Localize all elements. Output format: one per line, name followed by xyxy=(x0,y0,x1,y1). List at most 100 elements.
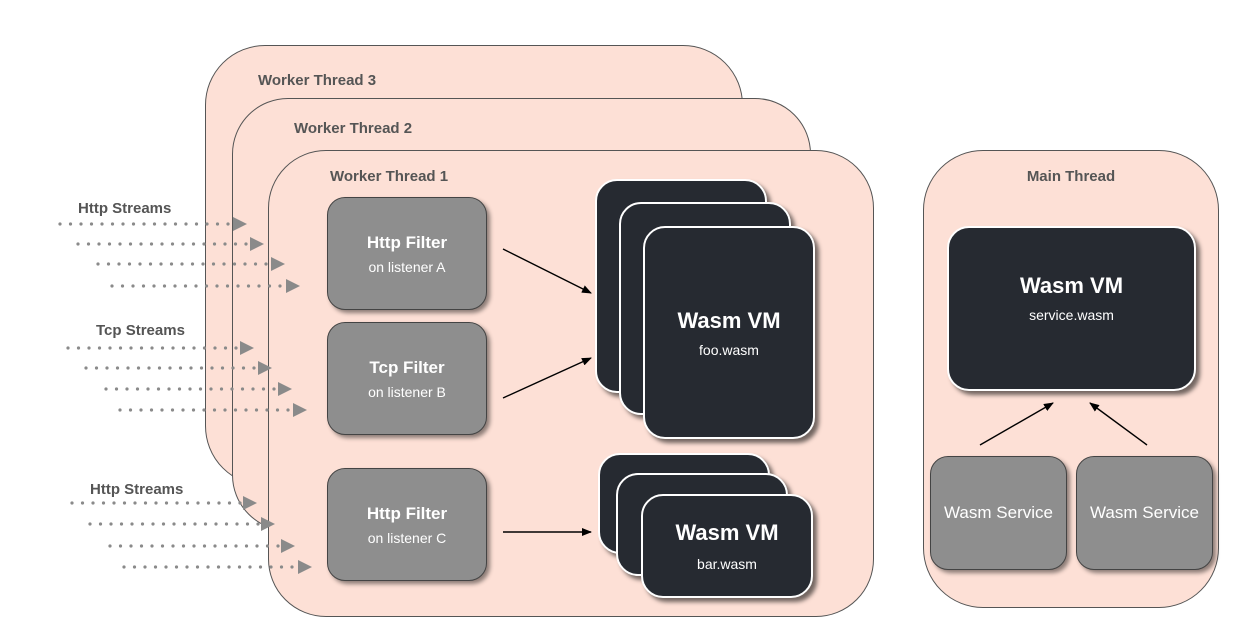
filter-subtitle: on listener A xyxy=(368,258,446,275)
stream-dot xyxy=(255,544,259,548)
service-vm[interactable]: Wasm VM service.wasm xyxy=(947,226,1196,391)
stream-dot xyxy=(192,544,196,548)
stream-dot xyxy=(109,522,113,526)
stream-dot xyxy=(192,346,196,350)
stream-dot xyxy=(76,242,80,246)
stream-dot xyxy=(169,262,174,266)
stream-dot xyxy=(184,222,188,226)
stream-dot xyxy=(171,544,175,548)
stream-dot xyxy=(129,544,133,548)
stream-dot xyxy=(70,501,74,505)
stream-dot xyxy=(188,387,192,391)
stream-dot xyxy=(177,387,182,391)
foo-vm-front[interactable]: Wasm VM foo.wasm xyxy=(643,226,815,439)
stream-dot xyxy=(170,242,175,246)
stream-dot xyxy=(213,544,217,548)
stream-dot xyxy=(146,387,150,391)
filter-subtitle: on listener B xyxy=(368,383,446,400)
stream-dot xyxy=(150,346,154,350)
stream-dot xyxy=(164,501,169,505)
stream-dot xyxy=(234,544,238,548)
vm-title: Wasm VM xyxy=(1019,272,1124,298)
vm-module: foo.wasm xyxy=(699,341,759,358)
stream-dot xyxy=(91,501,95,505)
http-filter-listener-c[interactable]: Http Filter on listener C xyxy=(327,468,487,581)
filter-title: Tcp Filter xyxy=(369,357,445,377)
stream-dot xyxy=(149,408,154,412)
stream-dot xyxy=(216,565,221,569)
stream-dot xyxy=(152,222,157,226)
stream-dot xyxy=(174,565,179,569)
vm-title: Wasm VM xyxy=(675,520,779,545)
stream-dot xyxy=(117,262,121,266)
stream-dot xyxy=(202,544,207,548)
stream-dot xyxy=(89,222,94,226)
stream-dot xyxy=(193,522,197,526)
stream-dot xyxy=(118,544,123,548)
stream-dot xyxy=(160,242,164,246)
stream-dot xyxy=(214,522,218,526)
stream-dot xyxy=(244,544,249,548)
stream-dot xyxy=(132,565,137,569)
stream-dot xyxy=(58,222,62,226)
stream-dot xyxy=(136,366,141,370)
stream-dot xyxy=(181,242,185,246)
stream-dot xyxy=(88,522,92,526)
stream-dot xyxy=(182,522,187,526)
stream-dot xyxy=(149,242,154,246)
stream-dot xyxy=(195,565,200,569)
wasm-service-2[interactable]: Wasm Service xyxy=(1076,456,1213,570)
filter-title: Http Filter xyxy=(366,232,448,252)
stream-dot xyxy=(148,262,153,266)
stream-dot xyxy=(161,522,166,526)
stream-dot xyxy=(147,366,151,370)
stream-dot xyxy=(97,346,102,350)
stream-dot xyxy=(162,284,167,288)
stream-dot xyxy=(66,346,70,350)
stream-dot xyxy=(133,501,137,505)
stream-dot xyxy=(120,284,125,288)
stream-dot xyxy=(171,346,175,350)
stream-dot xyxy=(198,387,203,391)
stream-dot xyxy=(203,522,208,526)
stream-dot xyxy=(126,366,130,370)
stream-dot xyxy=(140,522,145,526)
stream-dot xyxy=(181,544,186,548)
stream-dot xyxy=(157,366,162,370)
stream-dot xyxy=(217,501,221,505)
stream-dot xyxy=(94,366,99,370)
stream-dot xyxy=(173,222,178,226)
stream-dot xyxy=(104,387,108,391)
stream-dot xyxy=(223,544,228,548)
wasm-service-1[interactable]: Wasm Service xyxy=(930,456,1067,570)
stream-dot xyxy=(79,222,83,226)
stream-dot xyxy=(97,242,101,246)
stream-dot xyxy=(128,242,133,246)
stream-dot xyxy=(115,366,120,370)
stream-dot xyxy=(168,366,172,370)
stream-dot xyxy=(154,501,158,505)
stream-dot xyxy=(118,408,122,412)
stream-dot xyxy=(87,346,91,350)
tcp-filter-listener-b[interactable]: Tcp Filter on listener B xyxy=(327,322,487,435)
worker-thread-3-title: Worker Thread 3 xyxy=(258,72,377,89)
http-filter-listener-a[interactable]: Http Filter on listener A xyxy=(327,197,487,310)
stream-dot xyxy=(248,565,252,569)
stream-label-http-a: Http Streams xyxy=(78,200,172,217)
stream-dot xyxy=(173,284,177,288)
stream-dot xyxy=(125,387,129,391)
stream-dot xyxy=(150,544,154,548)
stream-dot xyxy=(160,544,165,548)
stream-dot xyxy=(159,262,163,266)
stream-dot xyxy=(139,544,144,548)
worker-thread-1-title: Worker Thread 1 xyxy=(330,168,449,185)
stream-dot xyxy=(224,522,229,526)
stream-dot xyxy=(119,522,124,526)
bar-vm-front[interactable]: Wasm VM bar.wasm xyxy=(641,494,813,598)
stream-dot xyxy=(138,262,142,266)
stream-dot xyxy=(110,284,114,288)
stream-dot xyxy=(122,501,127,505)
stream-dot xyxy=(129,346,133,350)
filter-title: Http Filter xyxy=(366,503,448,523)
stream-dot xyxy=(101,501,106,505)
